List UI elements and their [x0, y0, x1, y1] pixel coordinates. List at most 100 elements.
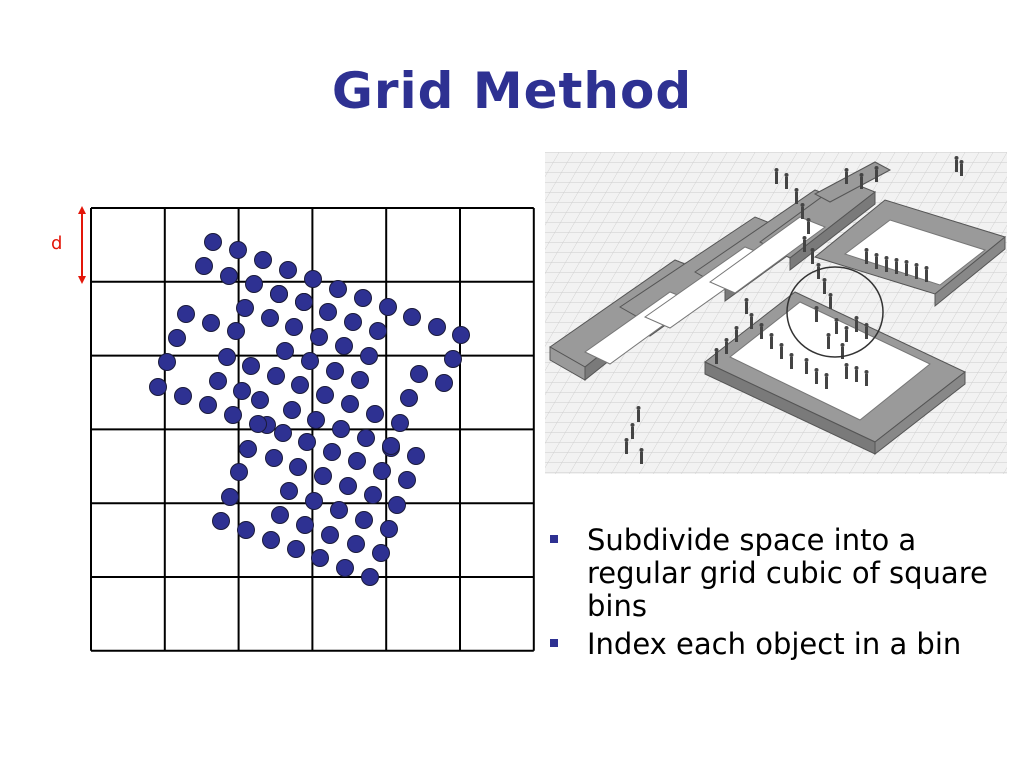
- person-head: [826, 333, 831, 337]
- person-figure: [750, 317, 753, 329]
- person-head: [714, 348, 719, 352]
- person-head: [784, 173, 789, 177]
- person-figure: [817, 267, 820, 279]
- object-point: [280, 482, 298, 500]
- bullet-list: Subdivide space into a regular grid cubi…: [548, 524, 1008, 666]
- object-point: [212, 512, 230, 530]
- cell-size-label: d: [51, 233, 62, 254]
- person-head: [624, 438, 629, 442]
- person-head: [840, 343, 845, 347]
- person-figure: [895, 262, 898, 274]
- cell-size-marker: d: [51, 206, 86, 284]
- person-figure: [775, 172, 778, 184]
- object-point: [195, 257, 213, 275]
- person-figure: [827, 337, 830, 349]
- object-point: [227, 322, 245, 340]
- person-head: [864, 370, 869, 374]
- person-head: [759, 323, 764, 327]
- object-point: [366, 405, 384, 423]
- object-point: [304, 270, 322, 288]
- person-head: [779, 343, 784, 347]
- person-figure: [925, 270, 928, 282]
- object-point: [379, 298, 397, 316]
- bullet-text: Subdivide space into a regular grid cubi…: [587, 523, 988, 623]
- person-figure: [745, 302, 748, 314]
- object-point: [347, 535, 365, 553]
- object-point: [339, 477, 357, 495]
- object-point: [305, 492, 323, 510]
- person-figure: [815, 310, 818, 322]
- person-figure: [780, 347, 783, 359]
- square-bullet-icon: [550, 639, 558, 647]
- person-figure: [631, 427, 634, 439]
- person-head: [802, 236, 807, 240]
- object-point: [391, 414, 409, 432]
- person-head: [636, 406, 641, 410]
- person-figure: [855, 370, 858, 382]
- object-point: [291, 376, 309, 394]
- object-point: [221, 488, 239, 506]
- bullet-item: Subdivide space into a regular grid cubi…: [548, 524, 1008, 623]
- bullet-item: Index each object in a bin: [548, 628, 1008, 661]
- object-point: [335, 337, 353, 355]
- object-point: [265, 449, 283, 467]
- person-figure: [803, 240, 806, 252]
- bullet-text: Index each object in a bin: [587, 627, 962, 661]
- person-head: [789, 353, 794, 357]
- person-head: [814, 306, 819, 310]
- object-point: [230, 463, 248, 481]
- object-point: [295, 293, 313, 311]
- person-figure: [860, 177, 863, 189]
- object-point: [452, 326, 470, 344]
- person-head: [774, 168, 779, 172]
- person-figure: [845, 367, 848, 379]
- person-figure: [770, 337, 773, 349]
- crowd-simulation-image: [545, 152, 1007, 474]
- person-figure: [805, 362, 808, 374]
- object-point: [224, 406, 242, 424]
- object-point: [279, 261, 297, 279]
- object-point: [289, 458, 307, 476]
- object-point: [249, 415, 267, 433]
- object-point: [251, 391, 269, 409]
- object-point: [351, 371, 369, 389]
- person-figure: [845, 172, 848, 184]
- person-head: [828, 293, 833, 297]
- object-point: [202, 314, 220, 332]
- object-point: [271, 506, 289, 524]
- object-point: [428, 318, 446, 336]
- person-head: [734, 326, 739, 330]
- person-figure: [825, 377, 828, 389]
- object-point: [369, 322, 387, 340]
- object-point: [270, 285, 288, 303]
- object-point: [310, 328, 328, 346]
- person-figure: [735, 330, 738, 342]
- person-head: [854, 366, 859, 370]
- object-point: [372, 544, 390, 562]
- object-point: [149, 378, 167, 396]
- person-head: [874, 253, 879, 257]
- object-point: [311, 549, 329, 567]
- person-head: [822, 278, 827, 282]
- object-point: [403, 308, 421, 326]
- object-point: [236, 299, 254, 317]
- person-figure: [801, 207, 804, 219]
- person-head: [864, 323, 869, 327]
- person-figure: [905, 264, 908, 276]
- object-point: [177, 305, 195, 323]
- object-point: [267, 367, 285, 385]
- person-figure: [855, 320, 858, 332]
- person-head: [894, 258, 899, 262]
- object-point: [209, 372, 227, 390]
- object-point: [218, 348, 236, 366]
- object-point: [400, 389, 418, 407]
- person-head: [834, 318, 839, 322]
- object-point: [364, 486, 382, 504]
- person-head: [844, 326, 849, 330]
- person-head: [816, 263, 821, 267]
- person-head: [844, 363, 849, 367]
- object-point: [444, 350, 462, 368]
- person-figure: [875, 257, 878, 269]
- person-head: [810, 248, 815, 252]
- slide-title: Grid Method: [331, 62, 693, 120]
